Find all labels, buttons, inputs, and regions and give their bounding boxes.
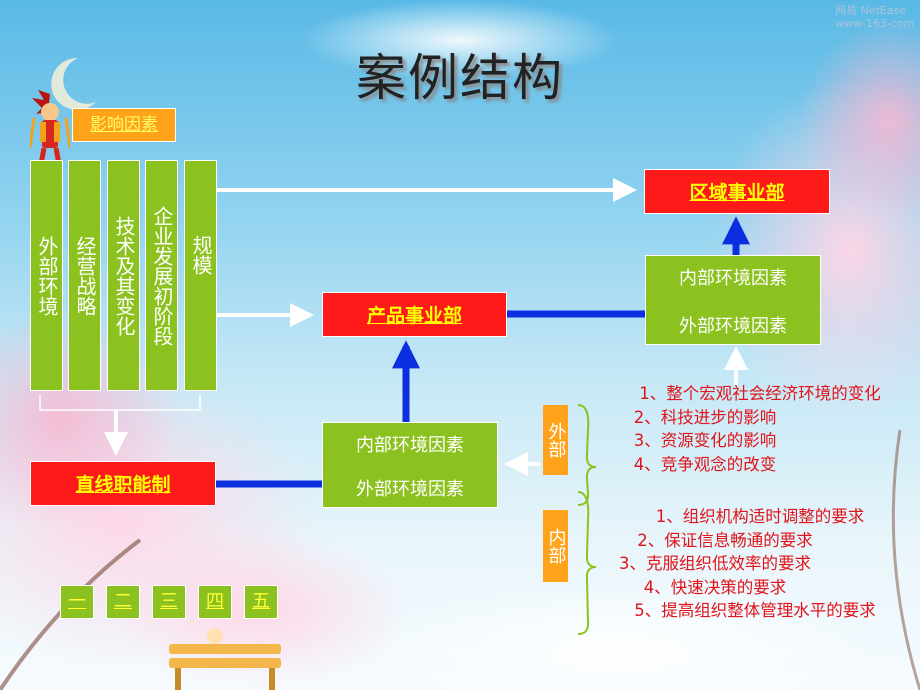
node-product-division[interactable]: 产品事业部 bbox=[322, 292, 507, 337]
external-env-label: 外部环境因素 bbox=[356, 479, 464, 500]
internal-env-label: 内部环境因素 bbox=[356, 435, 464, 456]
list-item: 2、保证信息畅通的要求 bbox=[637, 530, 813, 550]
nav-button-4[interactable]: 四 bbox=[198, 585, 232, 619]
page-title: 案例结构 bbox=[356, 49, 564, 107]
brace-external bbox=[577, 404, 597, 506]
cartoon-character-decoration bbox=[30, 90, 70, 171]
external-label: 外部 bbox=[543, 405, 568, 475]
list-item: 3、资源变化的影响 bbox=[633, 431, 777, 450]
bench-decoration bbox=[169, 628, 281, 690]
influence-factors-link[interactable]: 影响因素 bbox=[72, 108, 176, 142]
internal-factors-list: 1、组织机构适时调整的要求 2、保证信息畅通的要求 3、克服组织低效率的要求 4… bbox=[580, 505, 920, 623]
list-item: 4、竞争观念的改变 bbox=[633, 454, 777, 474]
nav-button-5[interactable]: 五 bbox=[244, 585, 278, 619]
factor-scale: 规模 bbox=[184, 160, 217, 391]
external-env-label: 外部环境因素 bbox=[679, 316, 787, 337]
nav-button-2[interactable]: 二 bbox=[106, 585, 140, 619]
nav-button-3[interactable]: 三 bbox=[152, 585, 186, 619]
list-item: 4、快速决策的要求 bbox=[643, 577, 787, 597]
netease-watermark: 网易 NetEase www-163-com bbox=[835, 4, 915, 30]
env-box-regional: 内部环境因素 外部环境因素 bbox=[645, 255, 821, 345]
list-item: 2、科技进步的影响 bbox=[633, 407, 777, 427]
factor-technology-change: 技术及其变化 bbox=[107, 160, 140, 391]
factor-early-stage: 企业发展初阶段 bbox=[145, 160, 178, 391]
bracket-factors bbox=[39, 395, 201, 411]
factor-external-env: 外部环境 bbox=[30, 160, 63, 391]
factor-business-strategy: 经营战略 bbox=[68, 160, 101, 391]
list-item: 5、提高组织整体管理水平的要求 bbox=[634, 601, 876, 620]
list-item: 3、克服组织低效率的要求 bbox=[619, 554, 811, 573]
node-line-function[interactable]: 直线职能制 bbox=[30, 461, 216, 506]
nav-button-1[interactable]: 一 bbox=[60, 585, 94, 619]
brace-internal bbox=[577, 491, 597, 635]
env-box-product: 内部环境因素 外部环境因素 bbox=[322, 422, 498, 508]
list-item: 1、组织机构适时调整的要求 bbox=[655, 507, 865, 526]
list-item: 1、整个宏观社会经济环境的变化 bbox=[639, 384, 881, 403]
internal-env-label: 内部环境因素 bbox=[679, 268, 787, 289]
external-factors-list: 1、整个宏观社会经济环境的变化 2、科技进步的影响 3、资源变化的影响 4、竞争… bbox=[600, 382, 920, 476]
node-regional-division[interactable]: 区域事业部 bbox=[644, 169, 830, 214]
internal-label: 内部 bbox=[543, 510, 568, 582]
